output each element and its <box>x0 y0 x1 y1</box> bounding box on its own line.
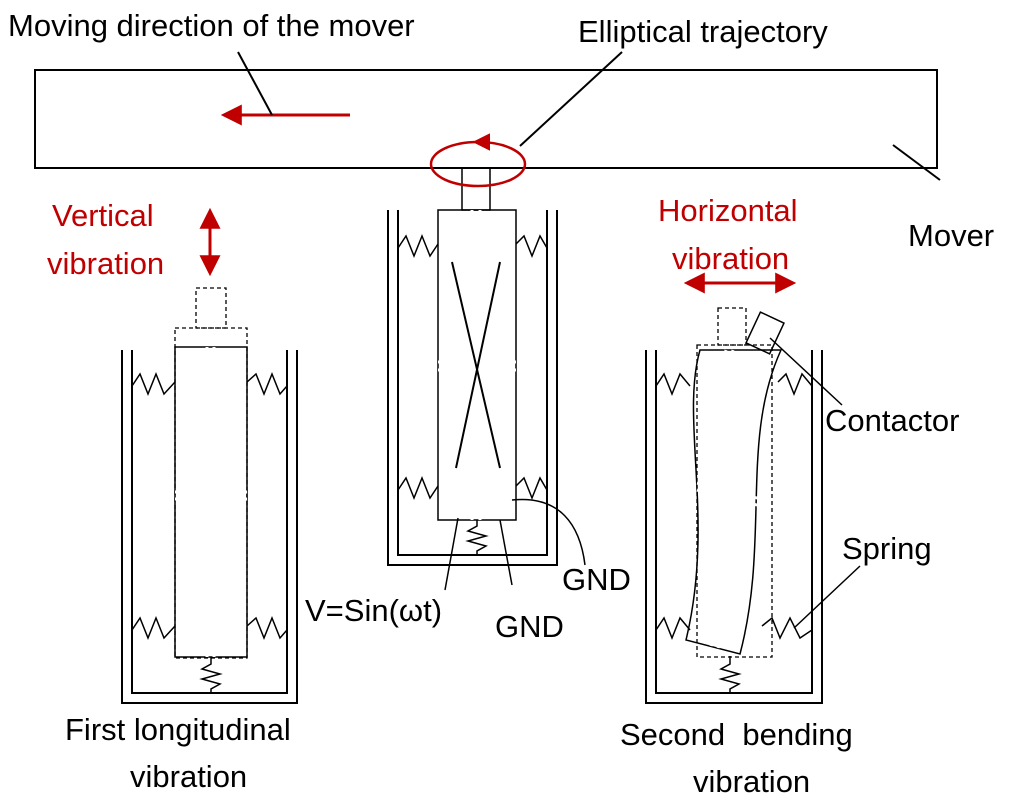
left-spring-lower-left <box>131 615 176 641</box>
left-spring-upper-right <box>246 371 288 397</box>
label-moving-direction: Moving direction of the mover <box>8 8 415 43</box>
center-spring-upper-left <box>397 233 439 259</box>
label-first-longitudinal-1: First longitudinal <box>65 712 291 747</box>
label-vertical-vibration-2: vibration <box>47 246 164 281</box>
label-second-bending-1: Second bending <box>620 717 853 752</box>
left-transducer <box>121 287 298 704</box>
right-housing <box>645 350 823 704</box>
center-contactor-tip <box>461 167 491 211</box>
label-gnd-bottom: GND <box>495 609 564 644</box>
right-spring-lower-right <box>761 616 813 640</box>
right-spring-upper-left <box>655 372 691 397</box>
right-spring-lower-left <box>655 616 691 641</box>
center-housing <box>387 210 558 566</box>
label-elliptical-trajectory: Elliptical trajectory <box>578 14 828 49</box>
left-spring-bottom <box>199 657 223 693</box>
mover-bar <box>34 69 938 169</box>
center-spring-lower-left <box>397 475 439 501</box>
label-horizontal-vibration-2: vibration <box>672 241 789 276</box>
center-spring-upper-right <box>515 234 548 259</box>
left-spring-lower-right <box>246 615 288 641</box>
left-piezo-stack <box>174 346 248 658</box>
label-voltage: V=Sin(ωt) <box>305 593 442 628</box>
label-spring: Spring <box>842 531 932 566</box>
right-spring-bottom <box>718 656 742 693</box>
label-vertical-vibration-1: Vertical <box>52 198 154 233</box>
left-contactor-tip <box>195 287 227 329</box>
center-spring-lower-right <box>515 476 548 501</box>
left-spring-upper-left <box>131 371 176 397</box>
label-gnd-right: GND <box>562 562 631 597</box>
left-housing <box>121 350 298 704</box>
right-transducer <box>645 307 861 704</box>
right-contactor-tip <box>745 311 785 355</box>
right-piezo-stack <box>685 349 783 655</box>
elliptical-trajectory <box>429 51 623 188</box>
label-first-longitudinal-2: vibration <box>130 759 247 794</box>
center-transducer <box>387 167 586 591</box>
label-mover: Mover <box>908 218 994 253</box>
center-spring-bottom <box>465 520 489 555</box>
right-spring-upper-right <box>777 372 813 397</box>
label-contactor: Contactor <box>825 403 959 438</box>
label-second-bending-2: vibration <box>693 764 810 799</box>
label-horizontal-vibration-1: Horizontal <box>658 193 798 228</box>
